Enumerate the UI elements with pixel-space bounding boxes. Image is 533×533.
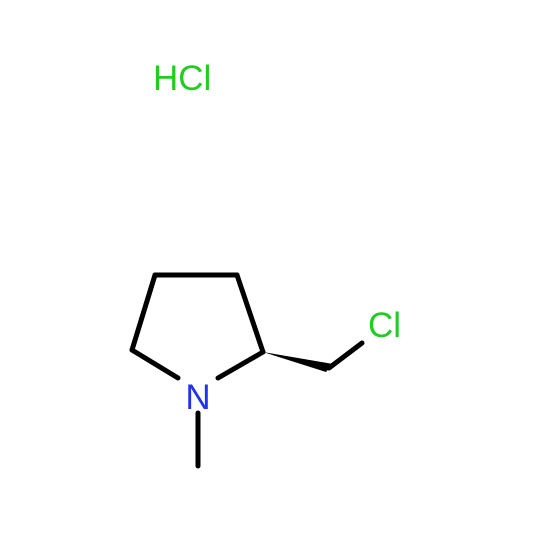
hcl-label: HCl [153, 59, 211, 98]
bond-ring-left-to-n [129, 347, 181, 381]
chlorine-label: Cl [368, 306, 401, 345]
nitrogen-label: N [185, 378, 210, 417]
bond-ch2-cl [326, 340, 365, 371]
bond-ring-left [129, 272, 158, 353]
wedge-bond [263, 352, 333, 372]
bond-ring-right-to-n [215, 349, 266, 381]
bond-ring-right [234, 272, 266, 355]
